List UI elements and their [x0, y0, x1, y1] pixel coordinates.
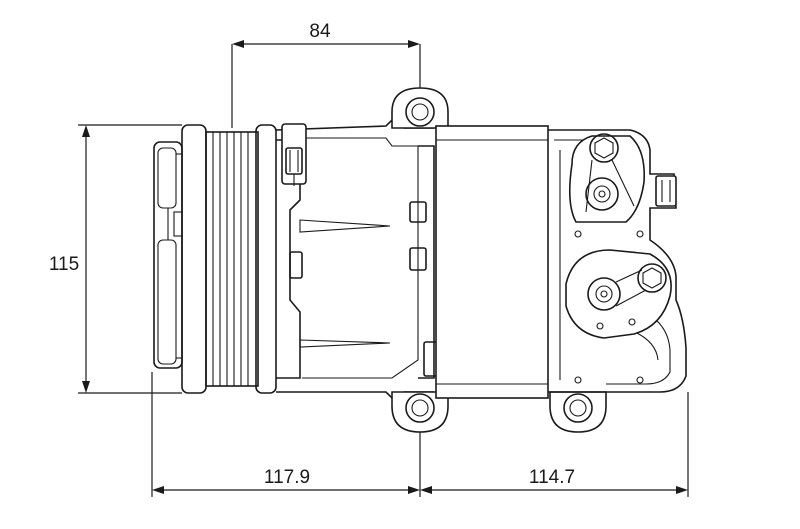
mount-top [391, 87, 449, 129]
dimension-top: 84 [231, 21, 421, 128]
dimension-left: 115 [49, 124, 182, 394]
rear-head [548, 129, 687, 393]
front-housing [275, 119, 466, 399]
dimension-label-left: 115 [49, 254, 79, 275]
main-body [435, 125, 549, 399]
clutch-plate [153, 141, 183, 369]
mount-bottom-center [391, 391, 449, 433]
pulley [181, 124, 277, 394]
dimension-bottom: 117.9 114.7 [151, 372, 689, 497]
mount-bottom-right [549, 391, 607, 433]
dimension-label-bottom-left: 117.9 [264, 467, 310, 488]
dimension-label-bottom-right: 114.7 [529, 467, 575, 488]
dimension-label-top: 84 [309, 21, 331, 42]
